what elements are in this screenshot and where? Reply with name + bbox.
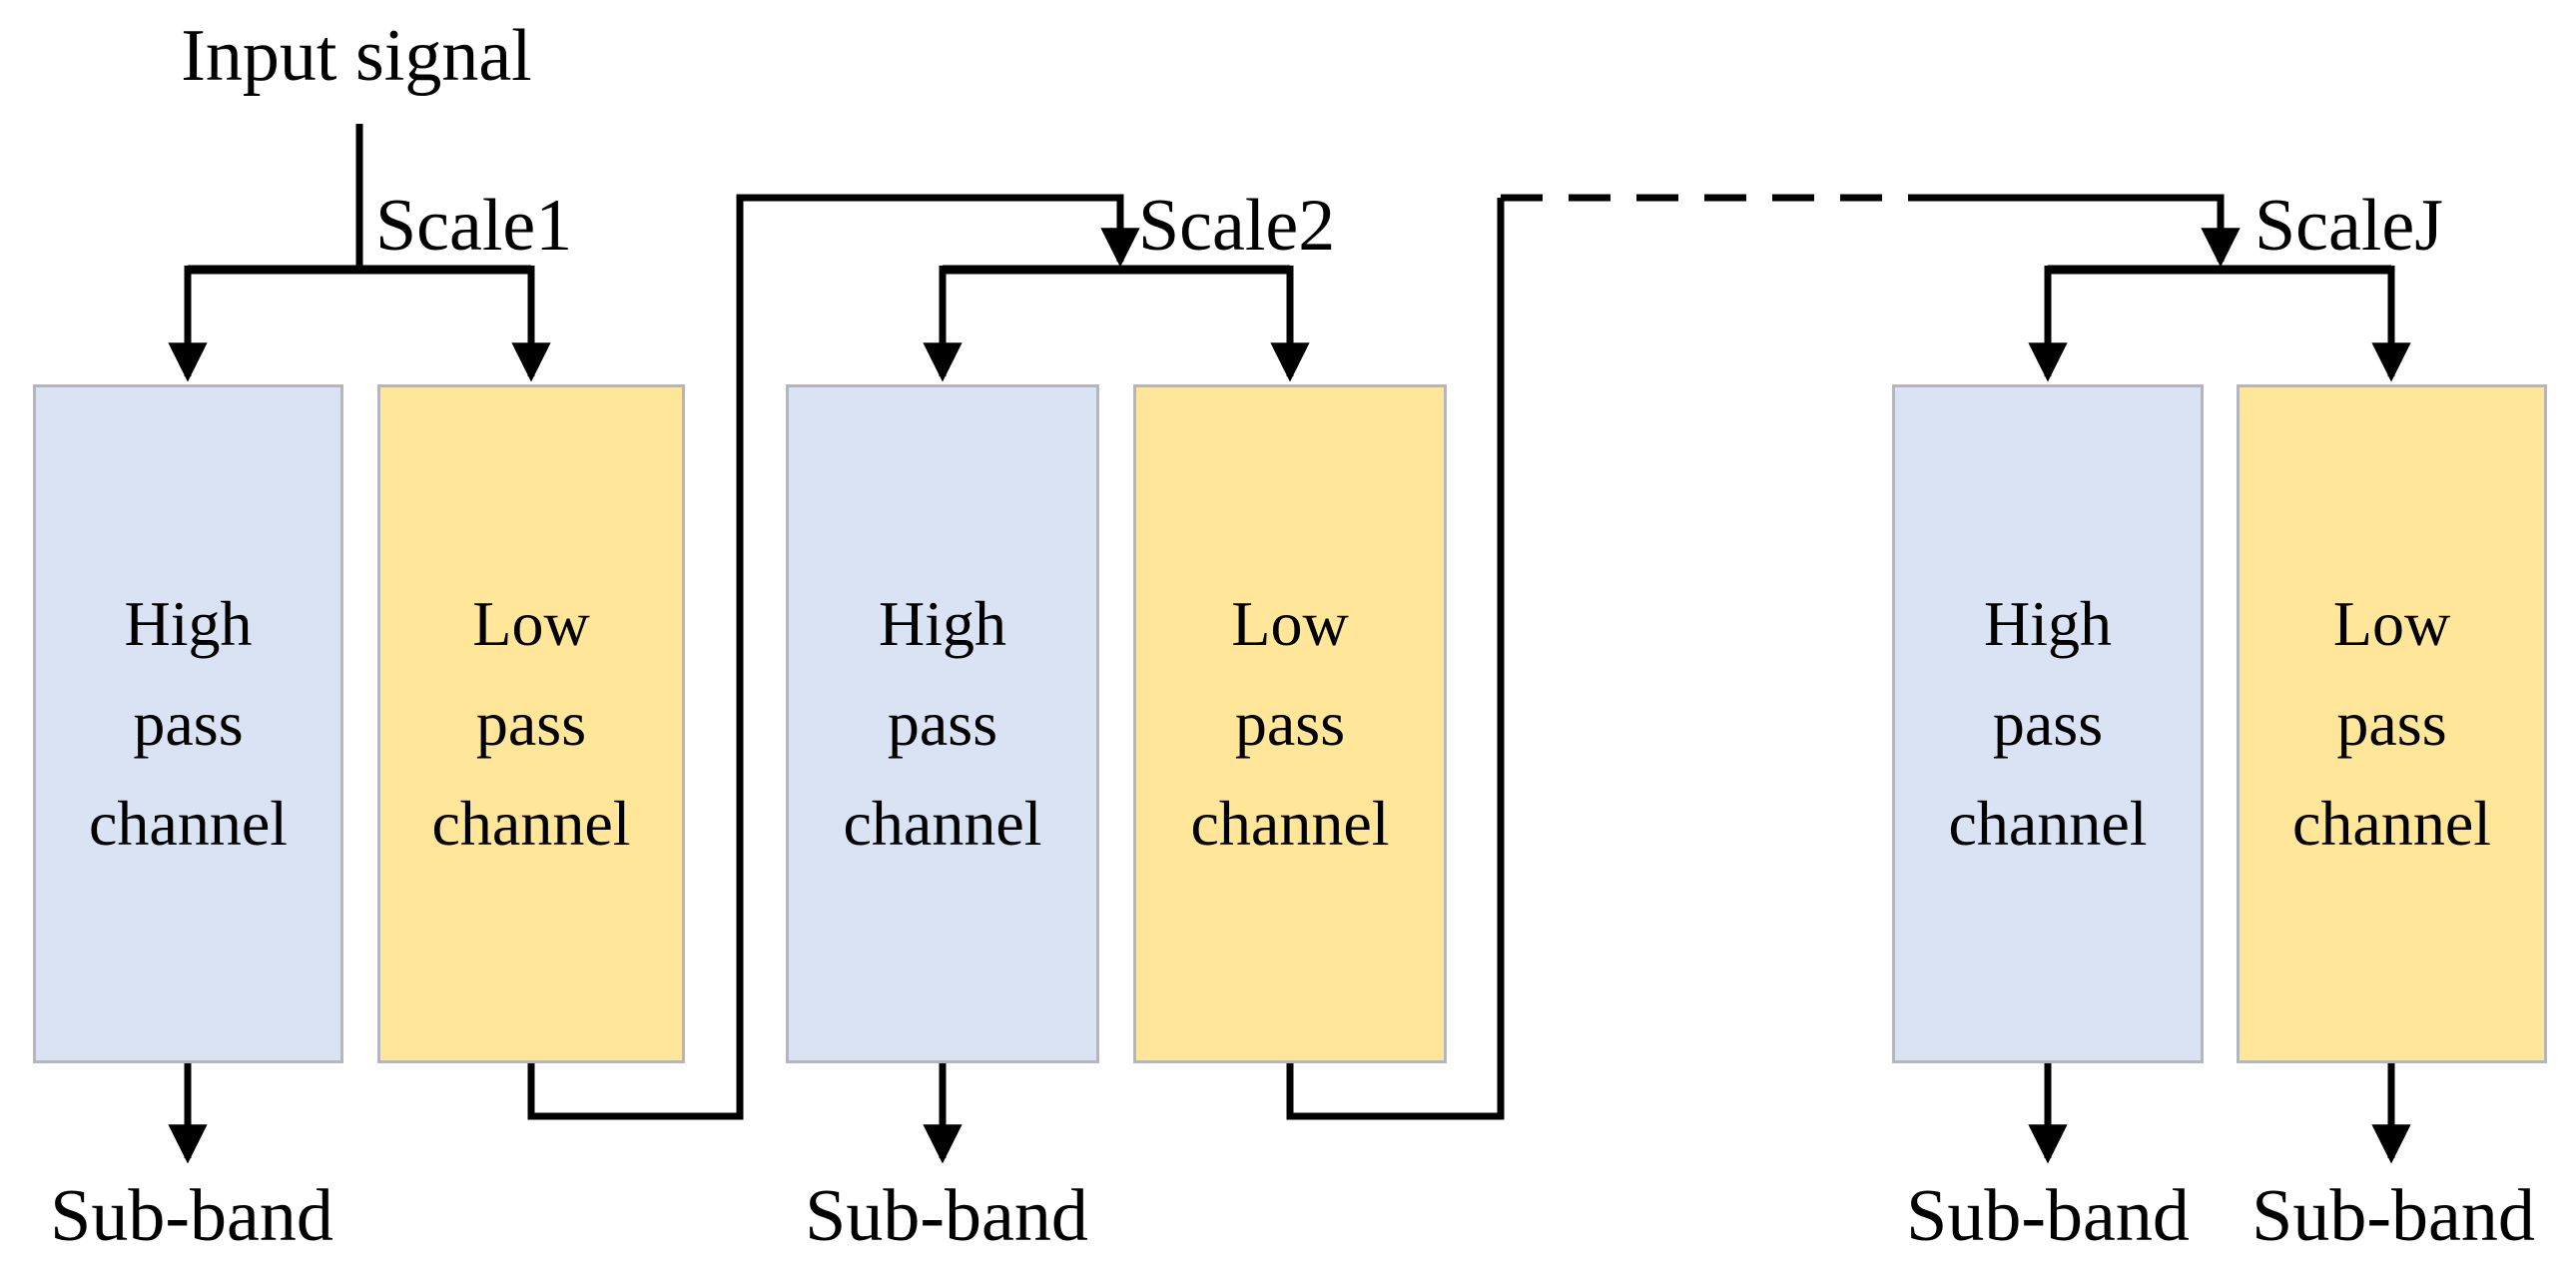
- scale2-label: Scale2: [1138, 185, 1336, 267]
- subband-label-1: Sub-band: [50, 1175, 333, 1257]
- scale1-label: Scale1: [375, 185, 573, 267]
- subband-output-arrows: [168, 1063, 2411, 1164]
- low-pass-channel-label: Low pass channel: [431, 588, 631, 859]
- high-pass-channel-box-scalej: High pass channel: [1892, 384, 2204, 1063]
- low-pass-channel-box-scale2: Low pass channel: [1133, 384, 1447, 1063]
- input-signal-label: Input signal: [181, 15, 532, 97]
- scalej-label: ScaleJ: [2254, 185, 2444, 267]
- low-pass-channel-box-scalej: Low pass channel: [2237, 384, 2547, 1063]
- lowpass1-to-scale2-connector: [527, 194, 1140, 1120]
- scale1-split: [168, 124, 551, 382]
- high-pass-channel-label: High pass channel: [1948, 588, 2148, 859]
- high-pass-channel-label: High pass channel: [843, 588, 1042, 859]
- low-pass-channel-box-scale1: Low pass channel: [377, 384, 685, 1063]
- scale2-split: [923, 265, 1310, 382]
- scalej-split: [2028, 265, 2411, 382]
- subband-label-2: Sub-band: [805, 1175, 1088, 1257]
- low-pass-channel-label: Low pass channel: [1190, 588, 1390, 859]
- low-pass-channel-label: Low pass channel: [2292, 588, 2491, 859]
- subband-label-3: Sub-band: [1906, 1175, 2190, 1257]
- high-pass-channel-box-scale1: High pass channel: [33, 384, 343, 1063]
- high-pass-channel-box-scale2: High pass channel: [786, 384, 1099, 1063]
- lowpass2-to-scalej-connector: [1286, 194, 2241, 1120]
- subband-label-4: Sub-band: [2252, 1175, 2535, 1257]
- high-pass-channel-label: High pass channel: [89, 588, 288, 859]
